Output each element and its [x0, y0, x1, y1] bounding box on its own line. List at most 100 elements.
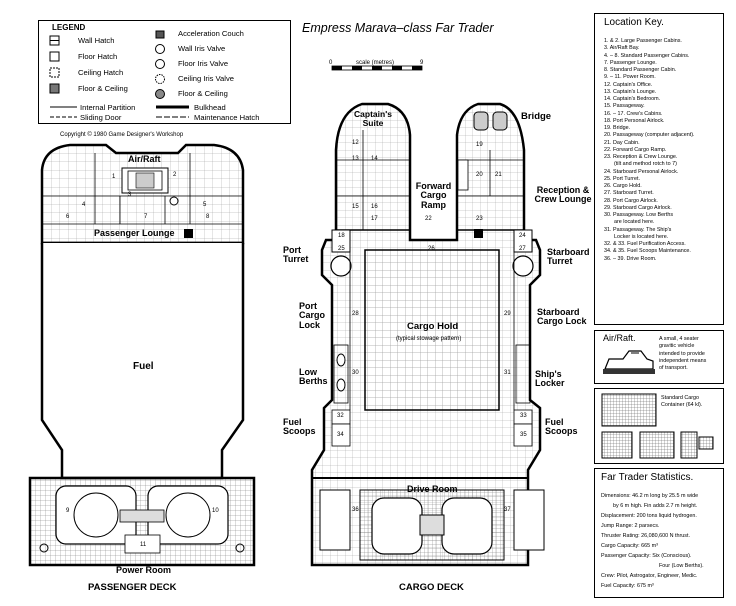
container-label-line: Container (64 kl). — [661, 402, 703, 409]
label-reception: Reception & Crew Lounge — [534, 185, 592, 205]
room-number: 14 — [371, 156, 378, 162]
scale-bar — [331, 65, 423, 71]
label-ships-locker: Ship's Locker — [535, 369, 565, 389]
key-item: 24. Starboard Personal Airlock. — [604, 168, 679, 175]
room-number: 31 — [504, 370, 511, 376]
scale-label: scale (metres) — [356, 60, 395, 66]
air-raft-desc-line: of transport. — [659, 365, 688, 371]
key-item: 36. – 39. Drive Room. — [604, 255, 657, 262]
key-item: 27. Starboard Turret. — [604, 190, 654, 197]
room-number: 10 — [212, 508, 219, 514]
stats-line: Jump Range: 2 parsecs. — [601, 523, 660, 529]
air-raft-heading: Air/Raft. — [603, 333, 636, 343]
label-fuel-passenger: Fuel — [133, 361, 154, 372]
key-item: 15. Passageway. — [604, 103, 645, 110]
label-fuel-scoops-left: Fuel Scoops — [283, 417, 316, 437]
room-number: 28 — [352, 311, 359, 317]
room-number: 13 — [352, 156, 359, 162]
key-item: 26. Cargo Hold. — [604, 183, 642, 189]
label-fuel-scoops-right: Fuel Scoops — [545, 417, 578, 437]
label-port-cargo-lock: Port Cargo Lock — [299, 301, 326, 330]
key-item: 22. Forward Cargo Ramp. — [604, 146, 667, 153]
label-low-berths: Low Berths — [299, 367, 328, 387]
key-item: Locker is located here. — [614, 233, 669, 240]
key-item: are located here. — [614, 219, 655, 226]
air-raft-panel: Air/Raft. A small, 4 seater gravitic veh… — [594, 330, 724, 384]
room-number: 26 — [428, 246, 435, 252]
diagram-title: Empress Marava–class Far Trader — [302, 21, 494, 35]
air-raft-desc-line: gravitic vehicle — [659, 343, 695, 350]
key-item: 12. Captain's Office. — [604, 81, 653, 88]
key-item: 23. Reception & Crew Lounge. — [604, 154, 678, 160]
key-item: 1. & 2. Large Passenger Cabins. — [604, 38, 682, 44]
key-item: 34. & 35. Fuel Scoops Maintenance. — [604, 248, 691, 255]
room-number: 6 — [66, 214, 70, 220]
key-item: 4. – 8. Standard Passenger Cabins. — [604, 52, 690, 59]
container-label-line: Standard Cargo — [661, 395, 700, 401]
stats-line: Passenger Capacity: Six (Conscious). — [601, 553, 692, 559]
passenger-deck-caption: PASSENGER DECK — [88, 582, 177, 593]
room-number: 12 — [352, 140, 359, 146]
legend-symbols — [49, 30, 189, 118]
stats-line: Dimensions: 46.2 m long by 25.5 m wide — [601, 493, 699, 499]
stats-line: by 6 m high. Fin adds 2.7 m height. — [613, 503, 698, 509]
legend-floor-hatch: Floor Hatch — [78, 52, 118, 61]
key-item: 16. – 17. Crew's Cabins. — [604, 110, 663, 117]
legend-floor-ceiling-iris: Floor & Ceiling — [178, 89, 228, 98]
room-number: 11 — [140, 542, 147, 548]
stats-list: Dimensions: 46.2 m long by 25.5 m wide b… — [601, 491, 704, 591]
location-key-heading: Location Key. — [604, 17, 664, 28]
room-number: 35 — [520, 432, 527, 438]
room-number: 34 — [337, 432, 344, 438]
room-number: 21 — [495, 172, 502, 178]
scale-start: 0 — [329, 60, 333, 66]
stats-panel: Far Trader Statistics. Dimensions: 46.2 … — [594, 468, 724, 598]
air-raft-desc-line: intended to provide — [659, 350, 705, 357]
legend-ceiling-hatch: Ceiling Hatch — [78, 68, 124, 77]
cargo-container-label: Standard Cargo Container (64 kl). — [661, 395, 702, 410]
legend-floor-iris: Floor Iris Valve — [178, 59, 229, 68]
legend-panel: LEGEND Wall Hatch Floor Hatch Ceiling Ha… — [38, 20, 291, 124]
room-number: 2 — [173, 172, 177, 178]
room-number: 8 — [206, 214, 210, 220]
room-number: 15 — [352, 204, 359, 210]
key-item: 30. Passageway. Low Berths — [604, 212, 674, 218]
room-number: 3 — [128, 192, 132, 198]
room-number: 20 — [476, 172, 483, 178]
room-number: 33 — [520, 413, 527, 419]
room-number: 17 — [371, 216, 378, 222]
key-item: 9. – 11. Power Room. — [604, 74, 656, 81]
legend-wall-hatch: Wall Hatch — [78, 36, 115, 45]
legend-bulkhead: Bulkhead — [194, 103, 226, 112]
key-item: 21. Day Cabin. — [604, 139, 640, 146]
room-number: 25 — [338, 246, 345, 252]
stats-heading: Far Trader Statistics. — [601, 472, 694, 483]
room-number: 4 — [82, 202, 86, 208]
stats-line: Four (Low Berths). — [659, 563, 704, 569]
cargo-container-panel: Standard Cargo Container (64 kl). — [594, 388, 724, 464]
label-drive-room: Drive Room — [407, 484, 458, 494]
room-number: 18 — [338, 233, 345, 239]
room-number: 9 — [66, 508, 70, 514]
key-item: 18. Port Personal Airlock. — [604, 117, 665, 124]
legend-maintenance-hatch: Maintenance Hatch — [194, 113, 260, 122]
label-air-raft: Air/Raft — [128, 154, 161, 164]
room-number: 16 — [371, 204, 378, 210]
label-passenger-lounge: Passenger Lounge — [94, 228, 175, 238]
room-number: 5 — [203, 202, 207, 208]
scale-end: 9 — [420, 60, 424, 66]
key-item: (tilt and method rotch to 7) — [614, 161, 677, 168]
room-number: 32 — [337, 413, 344, 419]
label-captains-suite: Captain's Suite — [354, 109, 392, 128]
passenger-deck-plan — [28, 143, 256, 567]
key-item: 20. Passageway (computer adjacent). — [604, 132, 695, 139]
room-number: 19 — [476, 142, 483, 148]
stats-line: Thruster Rating: 26,080,600 N thrust. — [601, 533, 690, 539]
key-item: 19. Bridge. — [604, 125, 631, 131]
legend-ceiling-iris: Ceiling Iris Valve — [178, 74, 234, 83]
air-raft-icon — [603, 350, 655, 374]
label-power-room: Power Room — [116, 565, 172, 575]
label-cargo-hold: Cargo Hold — [407, 321, 459, 332]
key-item: 31. Passageway. The Ship's — [604, 226, 672, 233]
label-port-turret: Port Turret — [283, 245, 309, 265]
